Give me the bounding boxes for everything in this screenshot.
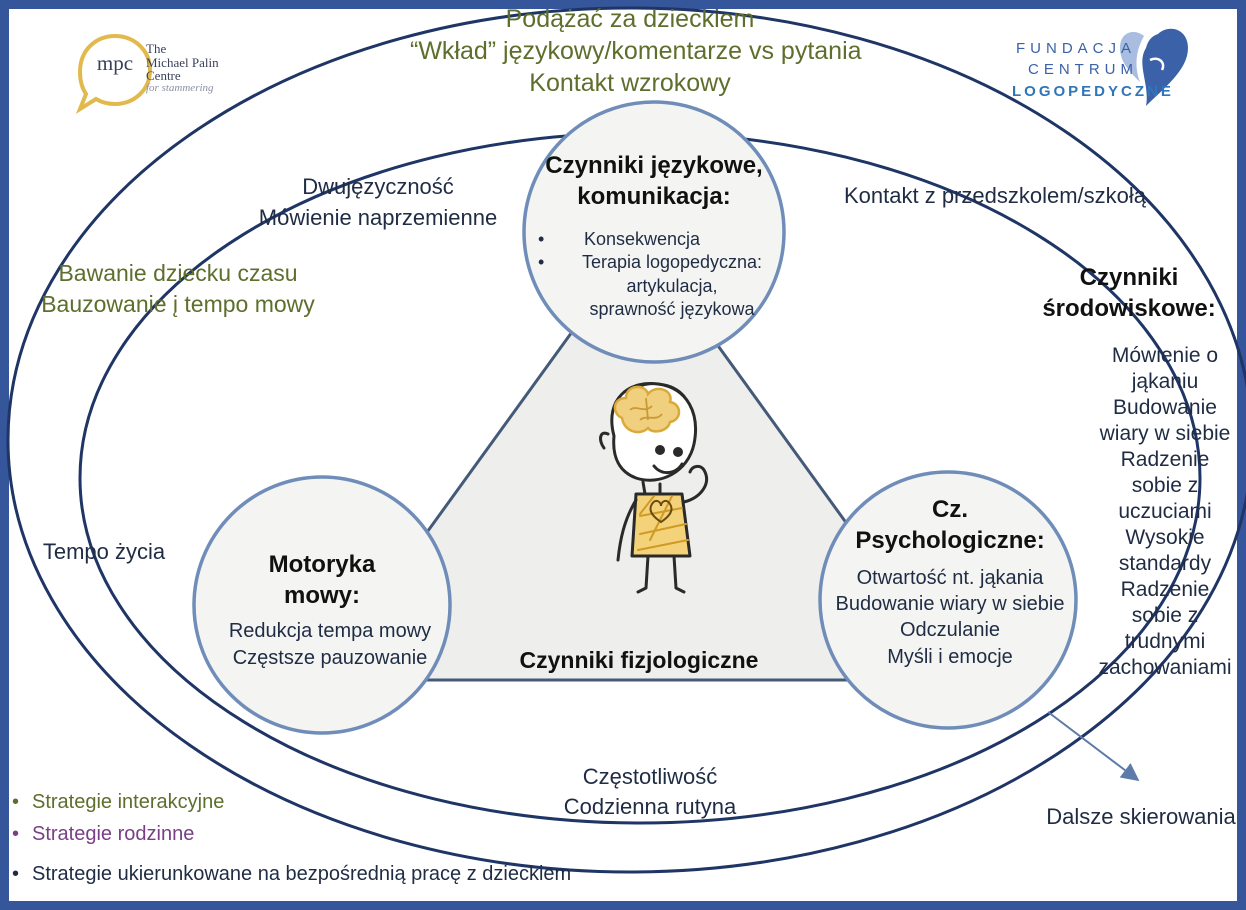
foundation-logo-line: FUNDACJA	[1016, 40, 1137, 57]
environment-heading-line: Czynniki	[1079, 264, 1179, 291]
arrow-icon	[1047, 711, 1140, 782]
language-circle-bullets: Konsekwencja Terapia logopedyczna: artyk…	[536, 228, 786, 322]
environment-item: Budowanie	[1113, 395, 1217, 419]
environment-items: Mówienie o jąkaniu Budowanie wiary w sie…	[1090, 343, 1240, 681]
outer-ring-line: “Wkład” językowy/komentarze vs pytania	[410, 37, 862, 65]
mpc-logo-line: Michael Palin	[146, 54, 219, 70]
legend-label: Strategie interakcyjne	[32, 791, 225, 813]
psych-item: Otwartość nt. jąkania	[856, 567, 1044, 589]
brain-icon	[613, 385, 681, 434]
middle-ring-bottom-text: Częstotliwość Codzienna rutyna	[530, 762, 770, 823]
language-heading-line: komunikacja:	[577, 183, 731, 211]
legend-label: Strategie ukierunkowane na bezpośrednią …	[32, 863, 572, 885]
environment-item: Wysokie	[1125, 525, 1205, 549]
middle-ring-right-top-text: Kontakt z przedszkolem/szkołą	[843, 183, 1147, 208]
middle-ring-line: Dwujęzyczność	[302, 174, 454, 199]
outer-ring-top-text: Podążać za dzieckiem “Wkład” językowy/ko…	[410, 3, 862, 99]
middle-ring-line: Częstotliwość	[582, 764, 718, 789]
legend-item-interaction: • Strategie interakcyjne	[10, 786, 571, 818]
language-bullet-text: artykulacja,	[626, 275, 718, 296]
motor-item: Redukcja tempa mowy	[228, 620, 432, 642]
outer-ring-line: Podążać za dzieckiem	[505, 5, 755, 33]
environment-item: wiary w siebie	[1099, 421, 1231, 445]
middle-ring-line: Codzienna rutyna	[563, 794, 737, 820]
environment-item: Radzenie	[1120, 447, 1210, 471]
language-circle-heading: Czynniki językowe, komunikacja:	[534, 150, 774, 212]
referral-label: Dalsze skierowania	[1046, 804, 1236, 829]
outer-ring-line: Bawanie dziecku czasu	[58, 260, 298, 286]
environment-item: standardy	[1118, 551, 1212, 575]
bullet-dot-icon: •	[12, 823, 20, 845]
language-bullet: Konsekwencja	[536, 228, 786, 252]
middle-ring-left-text: Tempo życia	[42, 539, 166, 564]
bullet-dot-icon: •	[12, 791, 20, 813]
language-heading-line: Czynniki językowe,	[545, 152, 763, 179]
language-bullet: Terapia logopedyczna: artykulacja, spraw…	[536, 251, 786, 321]
middle-ring-line: Mówienie naprzemienne	[258, 204, 498, 230]
psych-heading-line: Psychologiczne:	[855, 527, 1045, 555]
motor-circle-shape	[192, 475, 452, 735]
environment-item: Radzenie	[1120, 577, 1210, 601]
outer-ring-left-text: Bawanie dziecku czasu Bauzowanie į tempo…	[28, 258, 328, 320]
mpc-logo-name: The Michael Palin Centre for stammering	[146, 42, 219, 94]
speech-bubble-icon	[75, 33, 153, 114]
psych-item: Budowanie wiary w siebie	[835, 593, 1065, 616]
environment-heading-line: środowiskowe:	[1042, 295, 1216, 323]
motor-item: Częstsze pauzowanie	[232, 647, 428, 670]
language-bullet-text: sprawność językowa	[589, 299, 755, 320]
environment-item: Mówienie o	[1111, 344, 1219, 367]
outer-ring-line: Kontakt wzrokowy	[529, 69, 731, 97]
legend-label: Strategie rodzinne	[32, 823, 195, 845]
psych-item: Odczulanie	[899, 619, 1001, 642]
environment-item: zachowaniami	[1098, 655, 1232, 679]
environment-heading: Czynniki środowiskowe:	[1024, 262, 1234, 324]
bullet-dot-icon: •	[12, 863, 20, 885]
environment-item: uczuciami	[1118, 499, 1212, 523]
legend: • Strategie interakcyjne • Strategie rodzi…	[10, 786, 571, 890]
legend-item-direct: • Strategie ukierunkowane na bezpośrednią…	[10, 858, 571, 890]
foundation-logo-line: CENTRUM	[1028, 61, 1138, 79]
motor-heading-line: mowy:	[283, 582, 360, 610]
legend-item-family: • Strategie rodzinne	[10, 818, 571, 850]
foundation-logo-line: LOGOPEDYCZNE	[1012, 82, 1174, 100]
outer-ring	[6, 6, 1246, 874]
mpc-logo-tagline: for stammering	[146, 81, 214, 94]
middle-ring-left-top-text: Dwujęzyczność Mówienie naprzemienne	[240, 172, 516, 234]
motor-heading-line: Motoryka	[268, 551, 376, 578]
foundation-logo-text: FUNDACJA CENTRUM LOGOPEDYCZNE	[1012, 38, 1174, 102]
motor-circle-items: Redukcja tempa mowy Częstsze pauzowanie	[200, 618, 460, 672]
psych-heading-line: Cz.	[932, 496, 968, 523]
outer-ring-line: Bauzowanie į tempo mowy	[41, 291, 315, 318]
psych-circle-shape	[818, 470, 1078, 730]
language-bullet-text: Konsekwencja	[584, 229, 701, 249]
psych-circle-heading: Cz. Psychologiczne:	[838, 494, 1062, 556]
mpc-logo-line: Centre	[146, 68, 181, 84]
psych-circle-items: Otwartość nt. jąkania Budowanie wiary w …	[808, 565, 1092, 670]
mpc-logo-mark: mpc	[96, 51, 134, 75]
heart-logo-icon	[1120, 28, 1188, 107]
motor-circle-heading: Motoryka mowy:	[232, 549, 412, 611]
mpc-logo-line: The	[146, 41, 167, 56]
environment-item: sobie z	[1131, 473, 1199, 497]
environment-item: jąkaniu	[1131, 369, 1199, 393]
environment-item: sobie z	[1131, 603, 1199, 627]
environment-item: trudnymi	[1124, 629, 1206, 653]
language-bullet-text: Terapia logopedyczna:	[581, 252, 763, 273]
heart-icon	[649, 499, 673, 524]
physiology-label: Czynniki fizjologiczne	[519, 647, 759, 673]
psych-item: Myśli i emocje	[887, 645, 1013, 668]
